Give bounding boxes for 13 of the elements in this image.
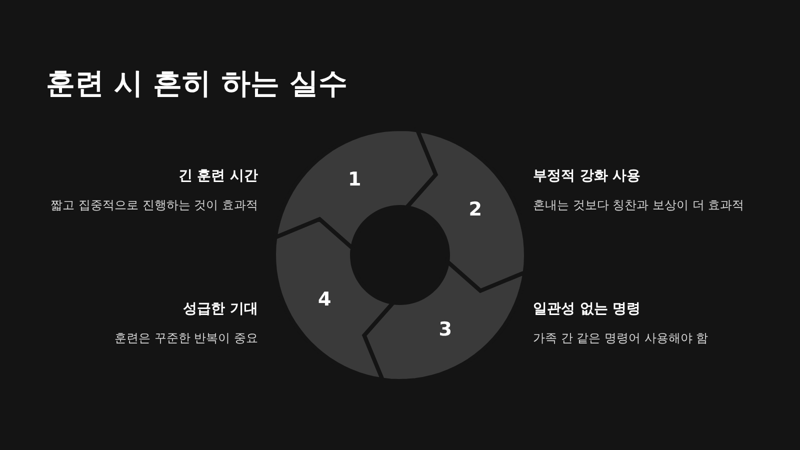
slide-title: 훈련 시 흔히 하는 실수 bbox=[46, 65, 348, 102]
step-description: 혼내는 것보다 칭찬과 보상이 더 효과적 bbox=[533, 197, 744, 214]
step-heading: 긴 훈련 시간 bbox=[178, 167, 258, 185]
step-heading: 일관성 없는 명령 bbox=[533, 300, 641, 318]
step-number: 4 bbox=[318, 290, 332, 311]
step-number: 3 bbox=[438, 320, 452, 341]
step-description: 짧고 집중적으로 진행하는 것이 효과적 bbox=[50, 197, 258, 214]
step-description: 훈련은 꾸준한 반복이 중요 bbox=[114, 330, 258, 347]
step-description: 가족 간 같은 명령어 사용해야 함 bbox=[533, 330, 708, 347]
step-heading: 성급한 기대 bbox=[183, 300, 258, 318]
step-number: 1 bbox=[348, 169, 362, 190]
step-heading: 부정적 강화 사용 bbox=[533, 167, 641, 185]
step-number: 2 bbox=[468, 199, 482, 220]
